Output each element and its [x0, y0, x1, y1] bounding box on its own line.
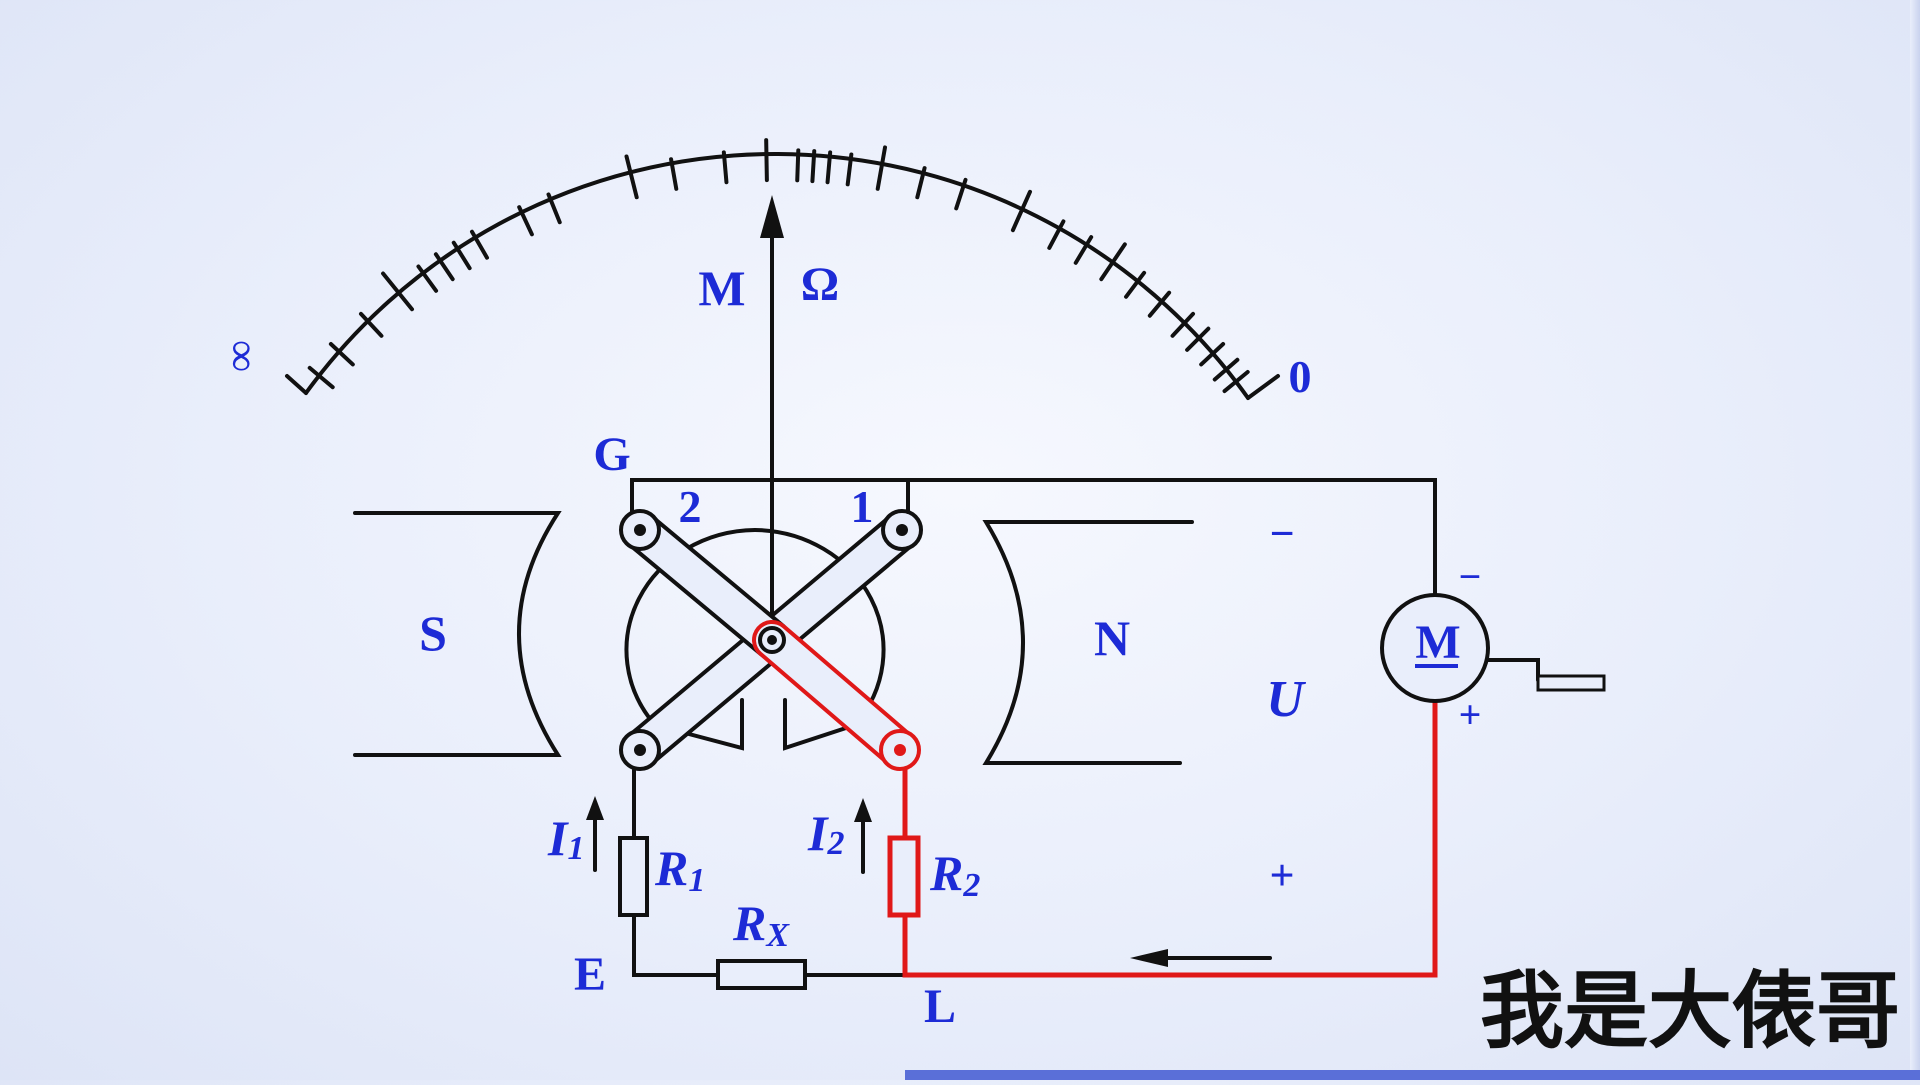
terminal-g-label: G	[593, 428, 630, 481]
generator-plus-label: +	[1459, 692, 1482, 737]
scale-tick	[1147, 290, 1172, 318]
pivot-center	[758, 626, 786, 654]
scale-tick	[669, 157, 679, 191]
scale-tick	[810, 149, 817, 184]
resistor-r1-label: R1	[654, 840, 705, 899]
terminal-l-label: L	[924, 980, 956, 1033]
current-arrow-i1	[586, 796, 604, 872]
scale-tick	[470, 229, 489, 260]
voltage-plus-label: +	[1269, 851, 1294, 900]
scale-tick	[721, 150, 729, 185]
current-arrow-i2	[854, 798, 872, 874]
scale-tick	[795, 148, 801, 183]
wire-g-top	[630, 478, 1437, 605]
scale-tick	[825, 150, 833, 185]
voltage-symbol-label: U	[1266, 671, 1306, 728]
pivot-bottom-right	[879, 729, 921, 771]
coil-bar-red	[752, 620, 920, 770]
scale-tick	[1047, 219, 1066, 250]
scale-left-end	[285, 374, 308, 395]
south-pole-label: S	[419, 605, 447, 661]
scale-tick	[416, 264, 439, 293]
current-direction-arrow	[1130, 949, 1272, 967]
generator-minus-label: −	[1459, 554, 1482, 599]
scale-tick	[546, 192, 562, 225]
coil-bar-upper-left	[620, 510, 792, 660]
infinity-label: ∞	[215, 340, 264, 371]
unit-prefix-label: M	[698, 260, 745, 316]
resistor-r2	[887, 835, 921, 918]
scale-tick	[1073, 235, 1094, 265]
scale-tick	[517, 205, 534, 237]
coil-2-label: 2	[679, 481, 702, 532]
generator	[1380, 593, 1490, 703]
scale-tick	[624, 154, 639, 200]
scale-tick	[451, 240, 472, 271]
scale-tick	[764, 138, 769, 183]
watermark-text: 我是大俵哥	[1480, 962, 1900, 1060]
bottom-accent-strip	[905, 1070, 1920, 1080]
current-i2-label: I2	[807, 805, 844, 862]
terminal-e-label: E	[574, 948, 606, 1001]
scale-tick	[1010, 189, 1032, 233]
unit-symbol-label: Ω	[801, 258, 839, 311]
generator-crank-handle	[1486, 658, 1606, 692]
scale-arc	[304, 151, 1250, 400]
meter-scale	[285, 138, 1280, 400]
scale-tick	[381, 271, 414, 312]
pivot-top-right	[881, 509, 923, 551]
scale-tick	[1170, 311, 1196, 338]
scale-tick	[1185, 326, 1211, 352]
pointer-arrowhead	[760, 195, 784, 238]
scale-tick	[954, 177, 968, 211]
pivot-bottom-left	[619, 729, 661, 771]
scale-tick	[1212, 357, 1240, 382]
wire-red-branch	[902, 694, 1438, 978]
resistor-rx-label: RX	[732, 895, 790, 954]
right-edge-bar	[1910, 0, 1920, 1080]
zero-label: 0	[1289, 351, 1312, 402]
coil-1-label: 1	[851, 481, 874, 532]
scale-tick	[1199, 341, 1226, 367]
scale-tick	[433, 252, 455, 282]
scale-tick	[1222, 369, 1250, 394]
resistor-r1	[618, 836, 649, 917]
scale-tick	[1124, 270, 1147, 299]
pivot-top-left	[619, 509, 661, 551]
wire-r1-branch	[632, 768, 907, 977]
scale-right-end	[1246, 374, 1280, 400]
scale-tick	[845, 152, 854, 187]
generator-symbol-label: M	[1415, 616, 1460, 669]
scale-tick	[1099, 242, 1127, 282]
scale-tick	[328, 341, 355, 367]
resistor-rx	[716, 959, 807, 990]
scale-tick	[915, 166, 927, 200]
scale-tick	[307, 365, 335, 390]
magnet-north	[982, 520, 1194, 765]
resistor-r2-label: R2	[929, 845, 980, 904]
north-pole-label: N	[1094, 610, 1130, 666]
current-i1-label: I1	[547, 810, 584, 867]
magnet-south	[353, 511, 562, 757]
scale-ticks	[307, 138, 1250, 394]
voltage-minus-label: −	[1269, 509, 1294, 558]
scale-tick	[875, 145, 888, 191]
scale-tick	[358, 311, 384, 338]
